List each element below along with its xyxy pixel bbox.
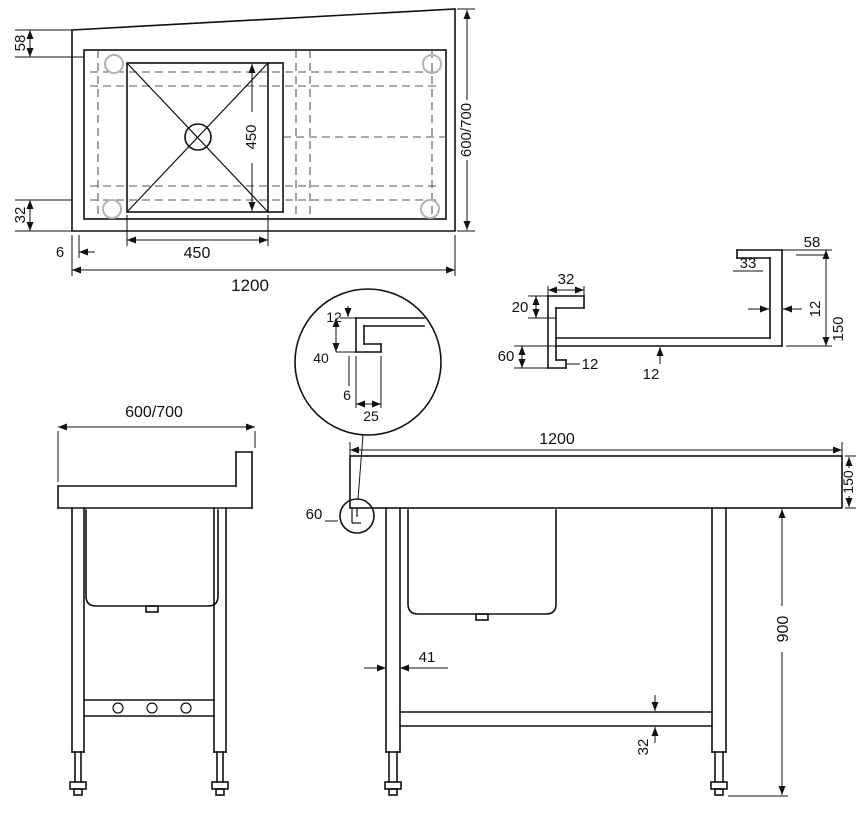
section-front-edge-profile — [547, 295, 585, 369]
adjustable-foot — [211, 781, 229, 790]
side-sink-bowl — [85, 509, 219, 607]
front-dim-32: 32 — [635, 695, 659, 756]
side-leg-front — [69, 507, 87, 796]
plan-worktop-edge — [83, 49, 447, 220]
section-dim-12-thickness: 12 — [643, 366, 660, 383]
front-view: 1200 150 60 — [306, 431, 856, 797]
leg-circle — [104, 54, 124, 74]
front-dim-41: 41 — [364, 649, 448, 672]
detail-circle — [294, 288, 442, 436]
front-dim-900: 900 — [728, 509, 792, 797]
section-dim-58: 58 — [804, 234, 821, 251]
section-dim-20: 20 — [512, 299, 529, 316]
detail-dim-25: 25 — [363, 408, 379, 424]
side-dimensions: 600/700 — [57, 404, 256, 482]
front-leg-left — [384, 507, 402, 796]
leg-circle — [102, 199, 122, 219]
detail-dimensions: 12 40 6 25 — [313, 306, 382, 424]
detail-leader-line — [357, 434, 364, 500]
leg-circle — [422, 54, 442, 74]
plan-dim-1200: 1200 — [231, 276, 269, 295]
sink-diagonal — [126, 62, 269, 213]
front-dim-1200: 1200 — [349, 431, 843, 456]
front-dim-1200-label: 1200 — [539, 431, 575, 448]
rail-hole — [112, 702, 124, 714]
section-dim-60: 60 — [498, 348, 515, 365]
front-worktop-band — [349, 455, 843, 509]
side-leg-rear — [211, 507, 229, 796]
side-view: 600/700 — [57, 404, 256, 796]
plan-sink-bowl — [126, 62, 284, 213]
side-worktop — [57, 451, 253, 509]
front-sink-bowl — [407, 509, 557, 615]
front-dim-60: 60 — [306, 506, 323, 523]
section-dim-150: 150 — [830, 316, 847, 341]
plan-dim-600-700: 600/700 — [458, 103, 475, 157]
edge-detail-view: 12 40 6 25 — [294, 288, 442, 500]
plan-dim-6: 6 — [56, 244, 64, 261]
section-dimensions: 32 20 60 12 12 33 58 12 150 — [498, 234, 847, 383]
section-dim-12-upstand: 12 — [807, 301, 824, 318]
detail-profile — [355, 317, 425, 353]
section-worktop-surface — [555, 337, 783, 347]
adjustable-foot — [384, 781, 402, 790]
sink-outline — [126, 62, 284, 213]
front-dim-41-label: 41 — [419, 649, 436, 666]
front-leg-right — [710, 507, 728, 796]
plan-view: 450 450 1200 600/700 58 — [12, 8, 475, 295]
side-dim-600-700: 600/700 — [125, 404, 183, 421]
rail-hole — [180, 702, 192, 714]
front-dim-150-label: 150 — [840, 470, 856, 494]
plan-dim-450-depth: 450 — [243, 124, 260, 149]
section-view: 32 20 60 12 12 33 58 12 150 — [498, 234, 847, 383]
plan-outer-outline — [71, 8, 456, 232]
drain-circle — [184, 123, 212, 151]
rail-hole — [146, 702, 158, 714]
side-drain-outlet — [145, 605, 159, 613]
detail-dim-6: 6 — [343, 387, 351, 403]
plan-dim-32: 32 — [12, 207, 29, 224]
front-drain-outlet — [475, 613, 489, 621]
front-dim-32-label: 32 — [635, 739, 652, 756]
plan-dim-450-width: 450 — [184, 245, 211, 262]
section-dim-12-hem: 12 — [582, 356, 599, 373]
front-under-rail — [399, 711, 713, 727]
leg-circle — [420, 199, 440, 219]
front-dim-900-label: 900 — [775, 616, 792, 643]
front-edge-detail-callout: 60 — [306, 498, 375, 534]
detail-dim-12: 12 — [326, 309, 342, 325]
side-cross-rail — [83, 699, 215, 717]
front-dim-150: 150 — [840, 455, 856, 509]
section-rear-upstand — [736, 249, 783, 347]
plan-dimensions: 450 450 1200 600/700 58 — [12, 8, 475, 295]
plan-leg-markers — [102, 54, 442, 219]
plan-dim-58: 58 — [12, 35, 29, 52]
callout-circle — [339, 498, 375, 534]
detail-dim-40: 40 — [313, 350, 329, 366]
section-dim-33: 33 — [740, 255, 757, 272]
section-dim-32: 32 — [558, 271, 575, 288]
adjustable-foot — [710, 781, 728, 790]
adjustable-foot — [69, 781, 87, 790]
